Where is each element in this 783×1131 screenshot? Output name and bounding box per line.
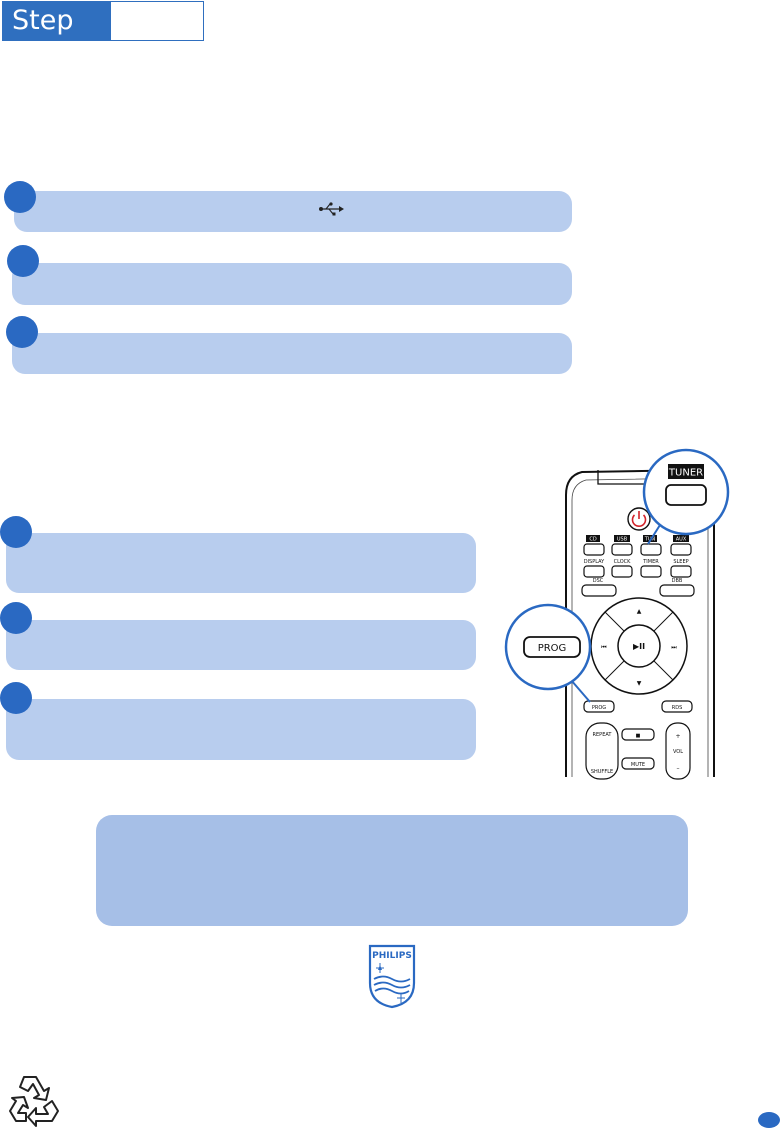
clock-label: CLOCK bbox=[614, 559, 632, 565]
power-icon bbox=[631, 514, 647, 527]
dbb-button[interactable] bbox=[659, 584, 695, 597]
step-number-5 bbox=[0, 602, 32, 634]
step-number-1 bbox=[4, 181, 36, 213]
step-bar-6 bbox=[6, 699, 476, 760]
cd-label: CD bbox=[589, 537, 596, 543]
aux-label: AUX bbox=[676, 537, 687, 543]
previous-icon: ⏮ bbox=[601, 644, 607, 651]
step-bar-4 bbox=[6, 533, 476, 593]
rds-label: RDS bbox=[672, 705, 683, 711]
power-button[interactable] bbox=[627, 507, 651, 531]
cd-button[interactable] bbox=[583, 543, 605, 556]
repeat-label: REPEAT bbox=[593, 732, 613, 738]
step-bar-2 bbox=[12, 263, 572, 305]
tuner-callout-label: TUNER bbox=[668, 468, 703, 479]
philips-shield-logo: PHILIPS bbox=[368, 944, 416, 1009]
usb-button[interactable] bbox=[611, 543, 633, 556]
volume-label: VOL bbox=[673, 749, 683, 755]
step-bar-1 bbox=[14, 191, 572, 232]
prog-small-label: PROG bbox=[592, 705, 606, 711]
play-pause-icon: ▶II bbox=[633, 642, 645, 651]
prog-callout-label: PROG bbox=[538, 643, 567, 654]
step-header-fill bbox=[3, 2, 111, 40]
rds-button[interactable] bbox=[661, 700, 693, 713]
mute-label: MUTE bbox=[631, 762, 645, 768]
remote-control-illustration: .rl{font-family:"DejaVu Sans",sans-serif… bbox=[504, 448, 730, 780]
sleep-button[interactable] bbox=[670, 565, 692, 578]
aux-button[interactable] bbox=[670, 543, 692, 556]
timer-label: TIMER bbox=[642, 559, 659, 565]
clock-button[interactable] bbox=[611, 565, 633, 578]
sleep-label: SLEEP bbox=[673, 559, 688, 565]
tuner-callout-button bbox=[665, 484, 707, 506]
shuffle-label: SHUFFLE bbox=[591, 769, 613, 775]
display-button[interactable] bbox=[583, 565, 605, 578]
step-number-3 bbox=[6, 316, 38, 348]
svg-text:PHILIPS: PHILIPS bbox=[372, 951, 412, 961]
step-header: Step bbox=[2, 1, 204, 41]
tuner-label-small: TUN bbox=[644, 537, 656, 543]
next-icon: ⏭ bbox=[671, 644, 677, 651]
step-number-2 bbox=[7, 245, 39, 277]
dbb-label: DBB bbox=[672, 578, 683, 584]
info-box bbox=[96, 815, 688, 926]
step-number-4 bbox=[0, 516, 32, 548]
dsc-button[interactable] bbox=[581, 584, 617, 597]
page-number-badge bbox=[758, 1112, 780, 1128]
usb-icon bbox=[319, 202, 344, 216]
stop-icon: ■ bbox=[636, 733, 641, 739]
timer-button[interactable] bbox=[640, 565, 662, 578]
volume-minus-icon: – bbox=[677, 765, 680, 772]
dsc-label: DSC bbox=[593, 578, 604, 584]
volume-rocker[interactable] bbox=[665, 722, 691, 780]
prog-button[interactable] bbox=[583, 700, 615, 713]
step-bar-5 bbox=[6, 620, 476, 670]
tuner-button[interactable] bbox=[640, 543, 662, 556]
repeat-shuffle-button[interactable] bbox=[585, 722, 619, 780]
volume-plus-icon: + bbox=[675, 733, 680, 740]
display-label: DISPLAY bbox=[584, 559, 605, 565]
mute-button[interactable] bbox=[621, 757, 655, 770]
prog-callout-button bbox=[523, 636, 581, 658]
usb-label: USB bbox=[617, 537, 628, 543]
step-number-6 bbox=[0, 682, 32, 714]
navigation-pad[interactable]: ▲ ▼ ⏮ ⏭ ▶II bbox=[590, 597, 688, 695]
stop-button[interactable] bbox=[621, 728, 655, 741]
step-bar-3 bbox=[12, 333, 572, 374]
up-arrow-icon: ▲ bbox=[637, 608, 642, 615]
down-arrow-icon: ▼ bbox=[637, 680, 642, 687]
recycle-icon bbox=[9, 1076, 59, 1127]
step-label: Step bbox=[12, 5, 74, 36]
